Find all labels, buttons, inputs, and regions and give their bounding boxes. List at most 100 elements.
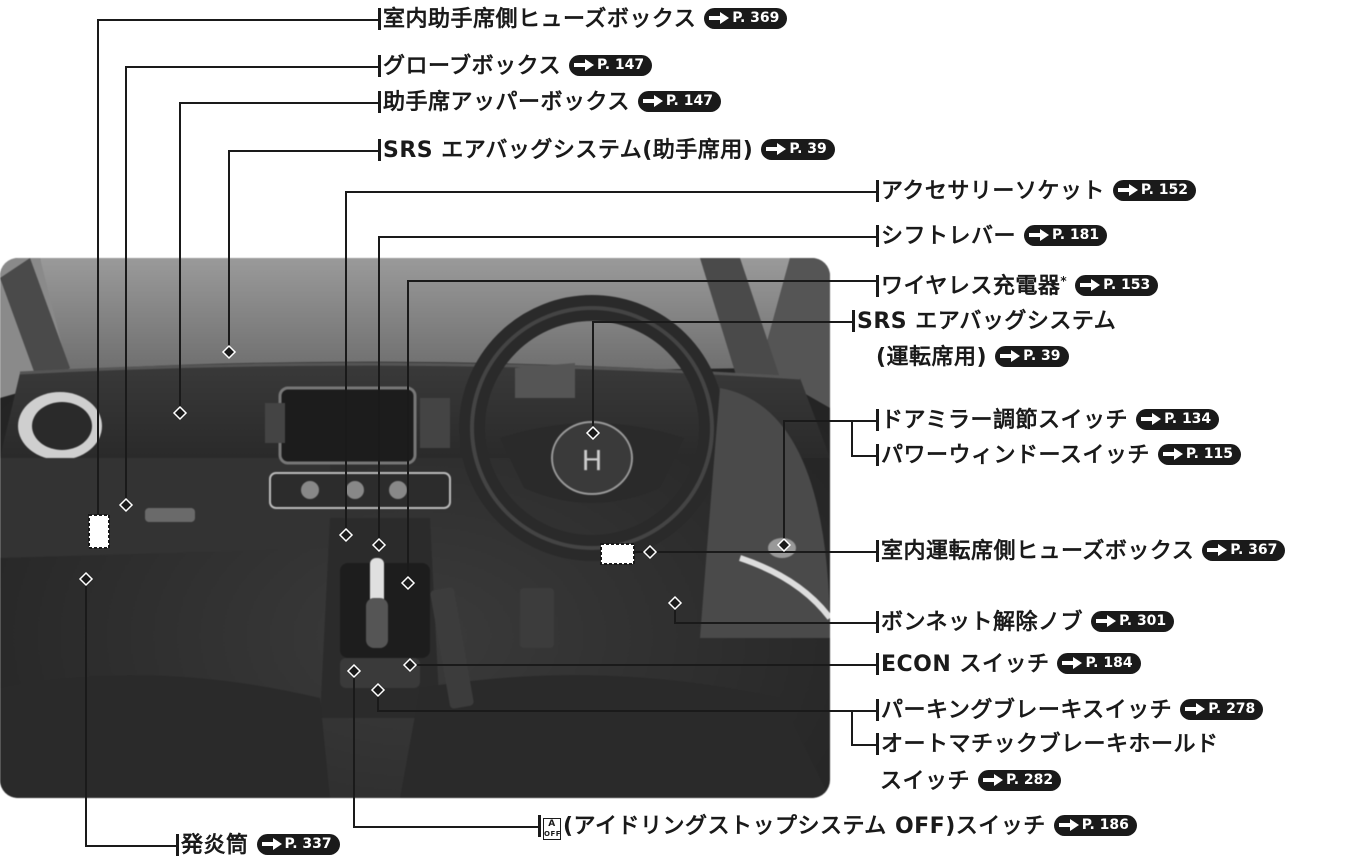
arrow-right-icon [1058,819,1079,831]
arrow-right-icon [261,838,282,850]
page-ref-text: P. 39 [1023,348,1061,364]
page-ref-link[interactable]: P. 337 [256,833,340,855]
page-ref-text: P. 278 [1208,701,1256,717]
arrow-right-icon [1096,615,1117,627]
page-ref-link[interactable]: P. 369 [704,7,788,29]
label-text: 発炎筒 [181,833,249,858]
label-auto-brake-hold-line2: スイッチ P. 282 [880,769,1062,795]
label-airbag-driver-line1: SRS エアバッグシステム [852,309,1116,335]
arrow-right-icon [766,143,787,155]
label-tick [876,653,879,675]
label-flare: 発炎筒 P. 337 [176,833,340,859]
arrow-right-icon [1141,413,1162,425]
page-ref-link[interactable]: P. 301 [1091,610,1175,632]
label-tick [876,409,879,431]
page-ref-link[interactable]: P. 152 [1112,179,1197,201]
label-text: ECON スイッチ [881,652,1050,677]
label-text: 室内運転席側ヒューズボックス [881,539,1195,564]
page-ref-link[interactable]: P. 134 [1136,408,1220,430]
arrow-right-icon [1117,184,1138,196]
page-ref-text: P. 147 [597,57,645,73]
label-text: オートマチックブレーキホールド [881,732,1219,757]
label-tick [378,139,381,161]
label-text: パワーウィンドースイッチ [881,443,1150,468]
page-ref-text: P. 134 [1164,411,1212,427]
label-tick [876,699,879,721]
page-ref-text: P. 152 [1140,182,1189,198]
label-upper-box: 助手席アッパーボックス P. 147 [378,90,721,116]
label-text: スイッチ [880,769,971,794]
page-ref-text: P. 282 [1006,772,1054,788]
label-airbag-driver-line2: (運転席用) P. 39 [876,345,1069,371]
page-ref-link[interactable]: P. 181 [1024,224,1108,246]
label-tick [176,834,179,856]
arrow-right-icon [1185,703,1206,715]
label-mirror-switch: ドアミラー調節スイッチ P. 134 [876,408,1220,434]
page-ref-text: P. 337 [284,836,332,852]
label-text: ワイヤレス充電器 [881,274,1061,299]
page-ref-link[interactable]: P. 186 [1053,814,1137,836]
label-text: 室内助手席側ヒューズボックス [383,7,697,32]
page-ref-text: P. 153 [1103,277,1151,293]
label-tick [876,225,879,247]
label-tick [876,275,879,297]
page-ref-link[interactable]: P. 39 [761,138,835,160]
label-tick [876,180,879,202]
label-text: SRS エアバッグシステム(助手席用) [383,138,754,163]
label-tick [876,444,879,466]
page-ref-link[interactable]: P. 153 [1075,274,1159,296]
label-text: シフトレバー [881,224,1017,249]
label-text: SRS エアバッグシステム [857,309,1117,334]
arrow-right-icon [983,774,1004,786]
label-wireless-charger: ワイヤレス充電器* P. 153 [876,268,1159,300]
arrow-right-icon [642,95,663,107]
page-ref-link[interactable]: P. 184 [1057,652,1141,674]
footnote-mark: * [1060,274,1068,288]
label-auto-brake-hold-line1: オートマチックブレーキホールド [876,732,1219,758]
label-fuse-driver: 室内運転席側ヒューズボックス P. 367 [876,539,1286,565]
page-ref-link[interactable]: P. 115 [1157,443,1242,465]
label-hood-release: ボンネット解除ノブ P. 301 [876,610,1175,636]
page-ref-link[interactable]: P. 147 [569,54,653,76]
page-ref-link[interactable]: P. 278 [1180,698,1264,720]
label-tick [378,91,381,113]
label-tick [852,310,855,332]
arrow-right-icon [1162,448,1183,460]
label-tick [378,8,381,30]
label-econ: ECON スイッチ P. 184 [876,652,1141,678]
label-tick [876,540,879,562]
label-tick [876,733,879,755]
arrow-right-icon [574,59,595,71]
page-ref-link[interactable]: P. 147 [637,90,721,112]
icon-off-text: OFF [544,830,562,838]
label-tick [876,611,879,633]
page-ref-link[interactable]: P. 282 [978,769,1062,791]
label-text: ボンネット解除ノブ [881,610,1084,635]
page-ref-text: P. 186 [1081,817,1129,833]
label-text: 助手席アッパーボックス [383,90,630,115]
label-text: (運転席用) [876,345,988,370]
label-parking-brake: パーキングブレーキスイッチ P. 278 [876,698,1264,724]
page-ref-text: P. 367 [1230,542,1278,558]
page-ref-text: P. 115 [1185,446,1234,462]
label-text: (アイドリングストップシステム OFF)スイッチ [563,814,1046,839]
icon-letter: A [548,819,556,829]
label-fuse-passenger: 室内助手席側ヒューズボックス P. 369 [378,7,788,33]
label-shift-lever: シフトレバー P. 181 [876,224,1108,250]
arrow-right-icon [1207,544,1228,556]
page-ref-link[interactable]: P. 39 [995,345,1069,367]
page-ref-text: P. 184 [1085,655,1133,671]
page-ref-link[interactable]: P. 367 [1202,539,1286,561]
label-text: パーキングブレーキスイッチ [881,698,1173,723]
label-airbag-passenger: SRS エアバッグシステム(助手席用) P. 39 [378,138,835,164]
label-text: アクセサリーソケット [881,179,1105,204]
label-accessory-socket: アクセサリーソケット P. 152 [876,179,1197,205]
page-ref-text: P. 369 [732,10,780,26]
arrow-right-icon [1029,229,1050,241]
label-text: ドアミラー調節スイッチ [881,408,1129,433]
label-tick [378,55,381,77]
arrow-right-icon [709,12,730,24]
arrow-right-icon [1000,350,1021,362]
